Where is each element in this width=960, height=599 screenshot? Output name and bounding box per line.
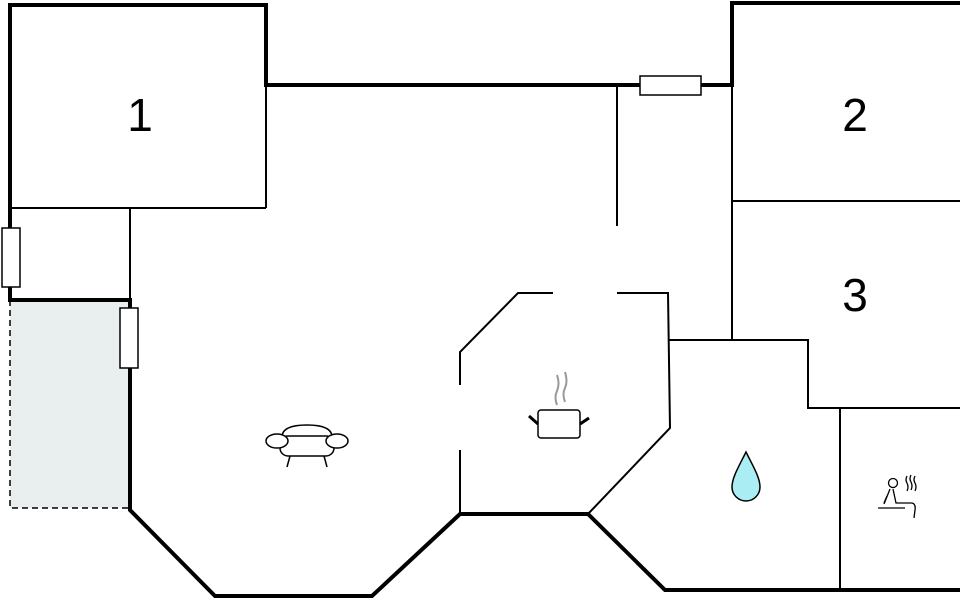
room-label-3: 3 (842, 269, 868, 321)
window (119, 307, 139, 369)
kitchen-wall (587, 292, 672, 515)
exterior-wall-right (730, 1, 960, 87)
room-label-2: 2 (842, 89, 868, 141)
cooking-pot-icon (528, 371, 590, 439)
balcony-area (9, 299, 131, 509)
room-label-1: 1 (127, 89, 153, 141)
sofa-icon (265, 424, 349, 468)
water-drop-icon (731, 450, 761, 502)
window (1, 227, 21, 288)
kitchen-wall (459, 292, 553, 385)
window (639, 75, 702, 96)
exterior-wall-bottom (128, 298, 960, 598)
exterior-wall-room1 (8, 3, 734, 302)
sauna-icon (878, 474, 917, 519)
wall (668, 339, 960, 409)
